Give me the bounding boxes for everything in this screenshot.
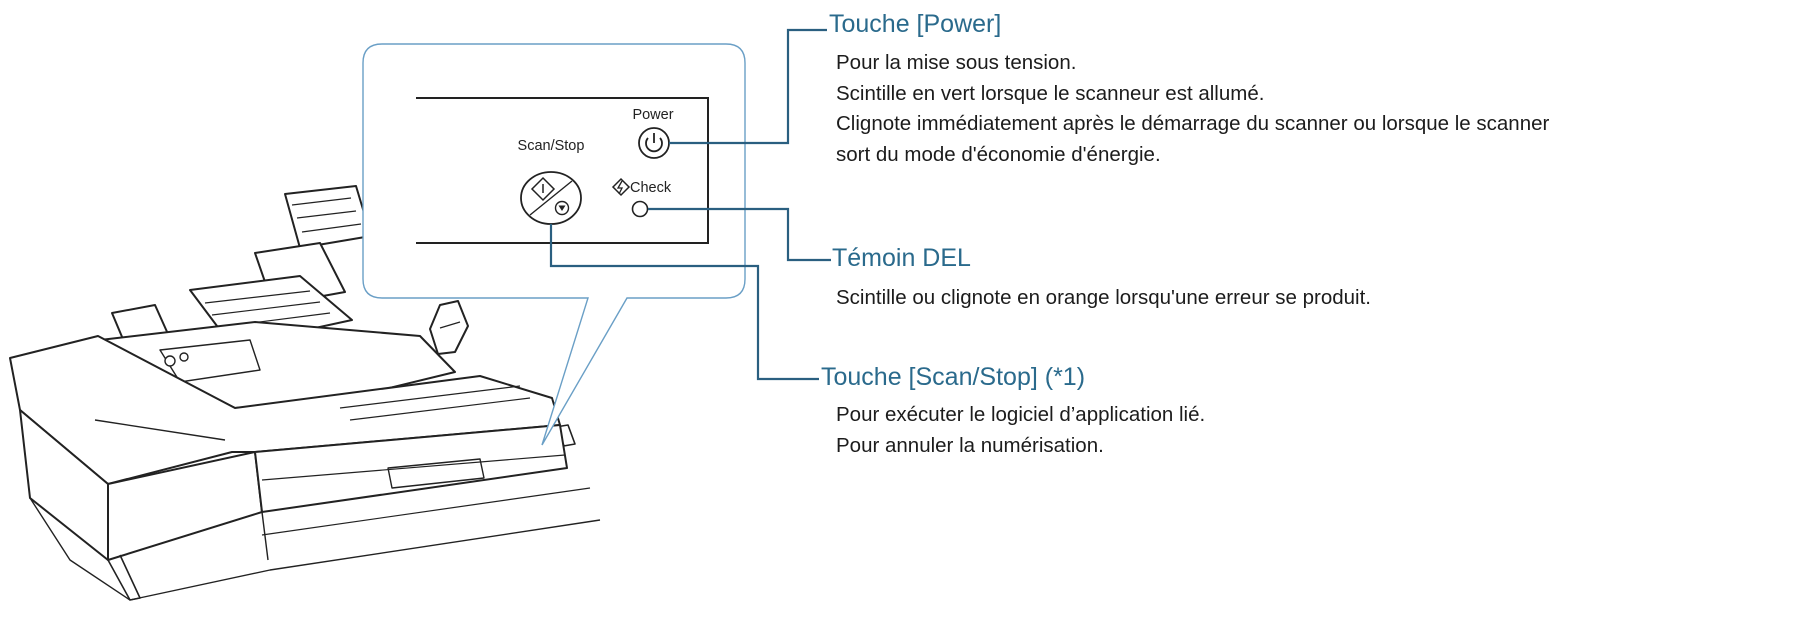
leader-line-scan-stop xyxy=(549,224,819,381)
scan-start-icon xyxy=(530,176,556,202)
led-callout-description: Scintille ou clignote en orange lorsqu'u… xyxy=(836,283,1371,314)
power-icon xyxy=(638,127,670,159)
description-line: Scintille en vert lorsque le scanneur es… xyxy=(836,81,1265,105)
panel-edge-top xyxy=(416,97,709,244)
power-label: Power xyxy=(632,107,673,123)
description-line: Scintille ou clignote en orange lorsqu'u… xyxy=(836,286,1371,309)
power-callout-title: Touche [Power] xyxy=(829,10,1002,38)
description-line: Pour la mise sous tension. xyxy=(836,51,1077,74)
stop-icon xyxy=(554,200,570,216)
scan-stop-button xyxy=(520,171,582,225)
scan-stop-callout-title: Touche [Scan/Stop] (*1) xyxy=(821,363,1086,391)
description-line: Clignote immédiatement après le démarrag… xyxy=(836,112,1550,135)
description-line: Pour exécuter le logiciel d’application … xyxy=(836,403,1206,426)
description-line: Pour annuler la numérisation. xyxy=(836,433,1104,457)
power-callout-description: Pour la mise sous tension. Scintille en … xyxy=(836,48,1549,170)
check-led xyxy=(631,200,649,218)
scan-stop-callout-description: Pour exécuter le logiciel d’application … xyxy=(836,400,1205,461)
leader-line-power xyxy=(669,28,827,145)
warning-icon xyxy=(611,177,631,197)
led-callout-title: Témoin DEL xyxy=(832,244,971,272)
description-line: sort du mode d'économie d'énergie. xyxy=(836,142,1161,166)
check-label: Check xyxy=(630,180,672,196)
leader-line-led xyxy=(648,207,831,262)
scan-stop-label: Scan/Stop xyxy=(518,138,585,154)
scanner-illustration xyxy=(9,185,601,601)
